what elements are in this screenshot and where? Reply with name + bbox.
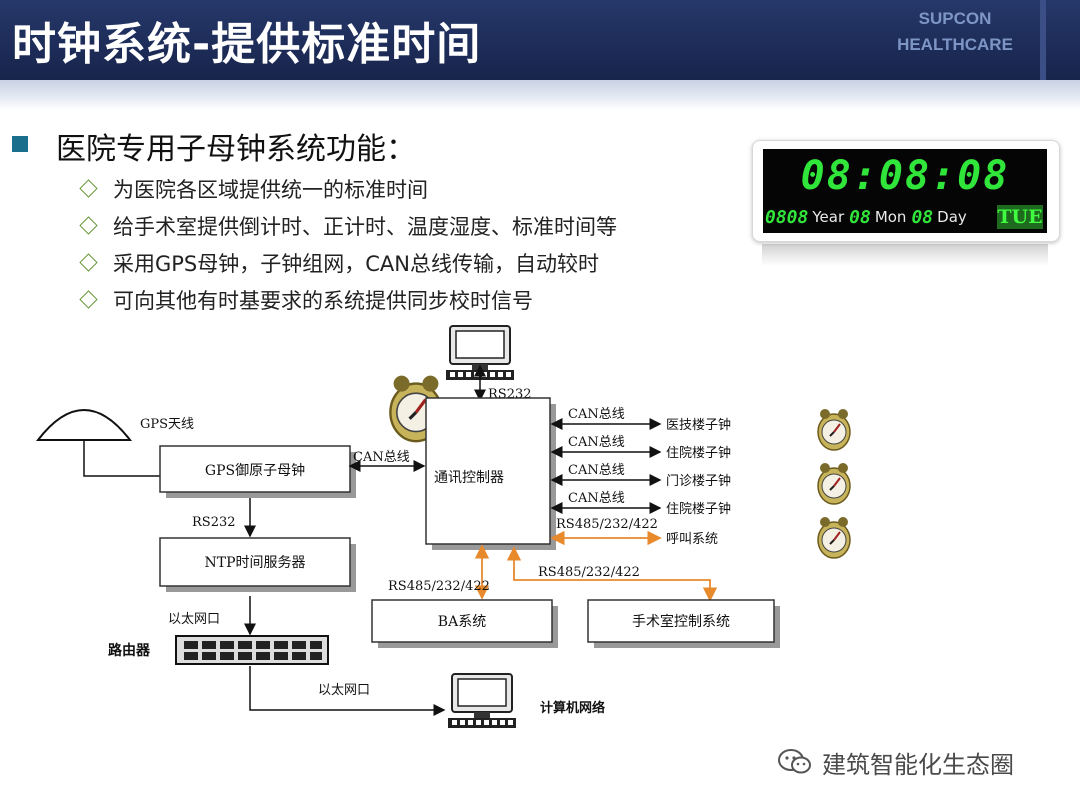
feature-list: 为医院各区域提供统一的标准时间 给手术室提供倒计时、正计时、温度湿度、标准时间等… bbox=[78, 170, 617, 318]
can-bus-label-main: CAN总线 bbox=[353, 450, 410, 465]
slave-clock-label: 医技楼子钟 bbox=[666, 417, 731, 433]
or-control-label: 手术室控制系统 bbox=[632, 613, 730, 630]
list-item-text: 可向其他有时基要求的系统提供同步校时信号 bbox=[113, 288, 533, 313]
clock-reflection bbox=[762, 244, 1048, 266]
gps-antenna-label: GPS天线 bbox=[140, 417, 194, 432]
list-item-text: 给手术室提供倒计时、正计时、温度湿度、标准时间等 bbox=[113, 214, 617, 239]
ba-system-label: BA系统 bbox=[438, 614, 486, 630]
wechat-watermark: 建筑智能化生态圈 bbox=[778, 740, 1014, 784]
call-system-label: 呼叫系统 bbox=[666, 532, 718, 547]
slave-clock-label: 住院楼子钟 bbox=[666, 501, 731, 517]
rs485-label-call: RS485/232/422 bbox=[556, 517, 658, 532]
clock-year-label: Year bbox=[812, 208, 845, 226]
list-item: 给手术室提供倒计时、正计时、温度湿度、标准时间等 bbox=[78, 207, 617, 244]
arrow-to-or-control bbox=[506, 546, 718, 602]
title-bar: 时钟系统-提供标准时间 SUPCON HEALTHCARE bbox=[0, 0, 1080, 80]
diamond-bullet-icon bbox=[79, 216, 98, 235]
comm-controller-label: 通讯控制器 bbox=[434, 470, 504, 486]
slave-clock-icon bbox=[817, 462, 851, 505]
list-item: 采用GPS母钟，子钟组网，CAN总线传输，自动较时 bbox=[78, 244, 617, 281]
logo-line1: SUPCON bbox=[918, 9, 992, 28]
can-bus-links bbox=[550, 418, 662, 514]
rs485-label-or: RS485/232/422 bbox=[538, 565, 640, 580]
diamond-bullet-icon bbox=[79, 179, 98, 198]
router-icon bbox=[175, 635, 329, 665]
clock-date-row: 0808 Year 08 Mon 08 Day bbox=[765, 205, 1049, 229]
antenna-cable bbox=[83, 440, 160, 477]
or-control-box bbox=[587, 599, 775, 643]
rs232-label-left: RS232 bbox=[192, 515, 236, 530]
clock-day-label: Day bbox=[937, 208, 967, 226]
clock-month-label: Mon bbox=[874, 208, 907, 226]
list-item-text: 采用GPS母钟，子钟组网，CAN总线传输，自动较时 bbox=[113, 251, 600, 276]
page-title: 时钟系统-提供标准时间 bbox=[12, 19, 482, 70]
clock-month-value: 08 bbox=[849, 206, 871, 228]
brand-logo: SUPCON HEALTHCARE bbox=[880, 6, 1030, 58]
slave-clock-label: 门诊楼子钟 bbox=[666, 473, 731, 489]
slave-clock-icon bbox=[817, 516, 851, 559]
clock-weekday: TUE bbox=[997, 205, 1043, 229]
clock-time: 08:08:08 bbox=[800, 153, 1010, 199]
diamond-bullet-icon bbox=[79, 253, 98, 272]
header-divider bbox=[1040, 0, 1046, 80]
slave-clock-label: 住院楼子钟 bbox=[666, 445, 731, 461]
ntp-server-box bbox=[159, 537, 351, 587]
list-item-text: 为医院各区域提供统一的标准时间 bbox=[113, 177, 428, 202]
can-bus-label: CAN总线 bbox=[568, 491, 625, 506]
ba-system-box bbox=[371, 599, 553, 643]
computer-network-label: 计算机网络 bbox=[540, 700, 605, 716]
header-gradient-band bbox=[0, 80, 1080, 110]
diamond-bullet-icon bbox=[79, 290, 98, 309]
ethernet-label-bottom: 以太网口 bbox=[318, 683, 370, 698]
router-label: 路由器 bbox=[108, 642, 151, 659]
ntp-server-label: NTP时间服务器 bbox=[204, 555, 305, 571]
comm-controller-box bbox=[425, 397, 551, 545]
can-bus-label: CAN总线 bbox=[568, 407, 625, 422]
list-item: 为医院各区域提供统一的标准时间 bbox=[78, 170, 617, 207]
gps-master-clock-label: GPS御原子母钟 bbox=[205, 462, 305, 479]
can-bus-label: CAN总线 bbox=[568, 435, 625, 450]
slave-clock-icon bbox=[817, 408, 851, 451]
clock-system-diagram: GPS天线 GPS御原子母钟 RS232 NTP时间服务器 以太网口 路由器 以… bbox=[35, 325, 851, 729]
arrow-router-to-network bbox=[249, 666, 446, 716]
gps-antenna-icon bbox=[35, 409, 133, 441]
list-item: 可向其他有时基要求的系统提供同步校时信号 bbox=[78, 281, 617, 318]
led-clock-photo: 08:08:08 0808 Year 08 Mon 08 Day TUE bbox=[752, 140, 1060, 242]
square-bullet-icon bbox=[12, 136, 28, 152]
wechat-icon bbox=[778, 749, 811, 774]
ethernet-label-top: 以太网口 bbox=[168, 612, 220, 627]
section-heading: 医院专用子母钟系统功能： bbox=[56, 132, 416, 167]
computer-icon bbox=[447, 673, 517, 729]
led-clock-panel: 08:08:08 0808 Year 08 Mon 08 Day TUE bbox=[763, 149, 1047, 233]
can-bus-label: CAN总线 bbox=[568, 463, 625, 478]
clock-day-value: 08 bbox=[911, 206, 934, 228]
rs485-label-ba: RS485/232/422 bbox=[388, 579, 490, 594]
logo-line2: HEALTHCARE bbox=[897, 35, 1013, 54]
watermark-text: 建筑智能化生态圈 bbox=[822, 750, 1014, 779]
clock-year-value: 0808 bbox=[765, 206, 809, 228]
